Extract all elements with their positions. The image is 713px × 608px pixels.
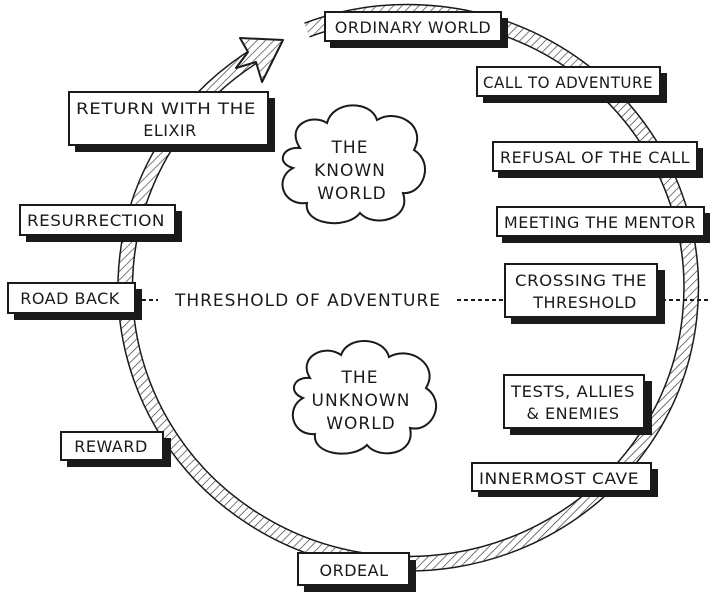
- stage-refusal-of-the-call: REFUSAL OF THE CALL: [492, 141, 703, 178]
- journey-circle: [117, 3, 700, 572]
- stage-road-back: ROAD BACK: [7, 282, 142, 320]
- stage-label-line1: RETURN WITH THE: [76, 99, 256, 118]
- stage-label-line1: TESTS, ALLIES: [510, 382, 635, 401]
- stage-ordinary-world: ORDINARY WORLD: [324, 11, 508, 48]
- stage-label-line2: & ENEMIES: [526, 404, 619, 423]
- stage-resurrection: RESURRECTION: [19, 204, 182, 242]
- stage-label: CALL TO ADVENTURE: [483, 73, 653, 92]
- stage-label: ORDEAL: [320, 561, 389, 580]
- stage-return-with-the-elixir: RETURN WITH THE ELIXIR: [68, 91, 275, 152]
- known-world-line2: KNOWN: [314, 161, 386, 181]
- unknown-world-line2: UNKNOWN: [312, 391, 411, 411]
- known-world-line1: THE: [331, 138, 369, 158]
- stage-innermost-cave: INNERMOST CAVE: [471, 462, 658, 497]
- stage-label: REFUSAL OF THE CALL: [500, 148, 690, 167]
- stage-tests-allies-enemies: TESTS, ALLIES & ENEMIES: [503, 374, 652, 435]
- known-world-cloud: THE KNOWN WORLD: [281, 104, 426, 225]
- arrow-head-icon: [235, 37, 284, 83]
- stage-label: MEETING THE MENTOR: [504, 213, 696, 232]
- stage-label: ROAD BACK: [20, 289, 120, 308]
- stage-label: REWARD: [74, 437, 148, 456]
- stage-label: INNERMOST CAVE: [479, 469, 639, 488]
- threshold-label: THRESHOLD OF ADVENTURE: [174, 291, 441, 311]
- stage-crossing-the-threshold: CROSSING THE THRESHOLD: [504, 263, 665, 324]
- unknown-world-line3: WORLD: [326, 414, 396, 434]
- stage-call-to-adventure: CALL TO ADVENTURE: [476, 66, 667, 103]
- stage-label-line2: ELIXIR: [143, 121, 197, 140]
- unknown-world-cloud: THE UNKNOWN WORLD: [292, 340, 437, 455]
- stage-label: RESURRECTION: [27, 211, 165, 230]
- stage-ordeal: ORDEAL: [297, 552, 416, 592]
- known-world-line3: WORLD: [317, 184, 387, 204]
- stage-label-line1: CROSSING THE: [515, 271, 647, 290]
- stage-label-line2: THRESHOLD: [532, 293, 637, 312]
- stage-reward: REWARD: [60, 431, 171, 467]
- stage-meeting-the-mentor: MEETING THE MENTOR: [496, 206, 710, 243]
- unknown-world-line1: THE: [341, 368, 379, 388]
- threshold-line: THRESHOLD OF ADVENTURE: [142, 291, 710, 311]
- stage-label: ORDINARY WORLD: [335, 18, 491, 37]
